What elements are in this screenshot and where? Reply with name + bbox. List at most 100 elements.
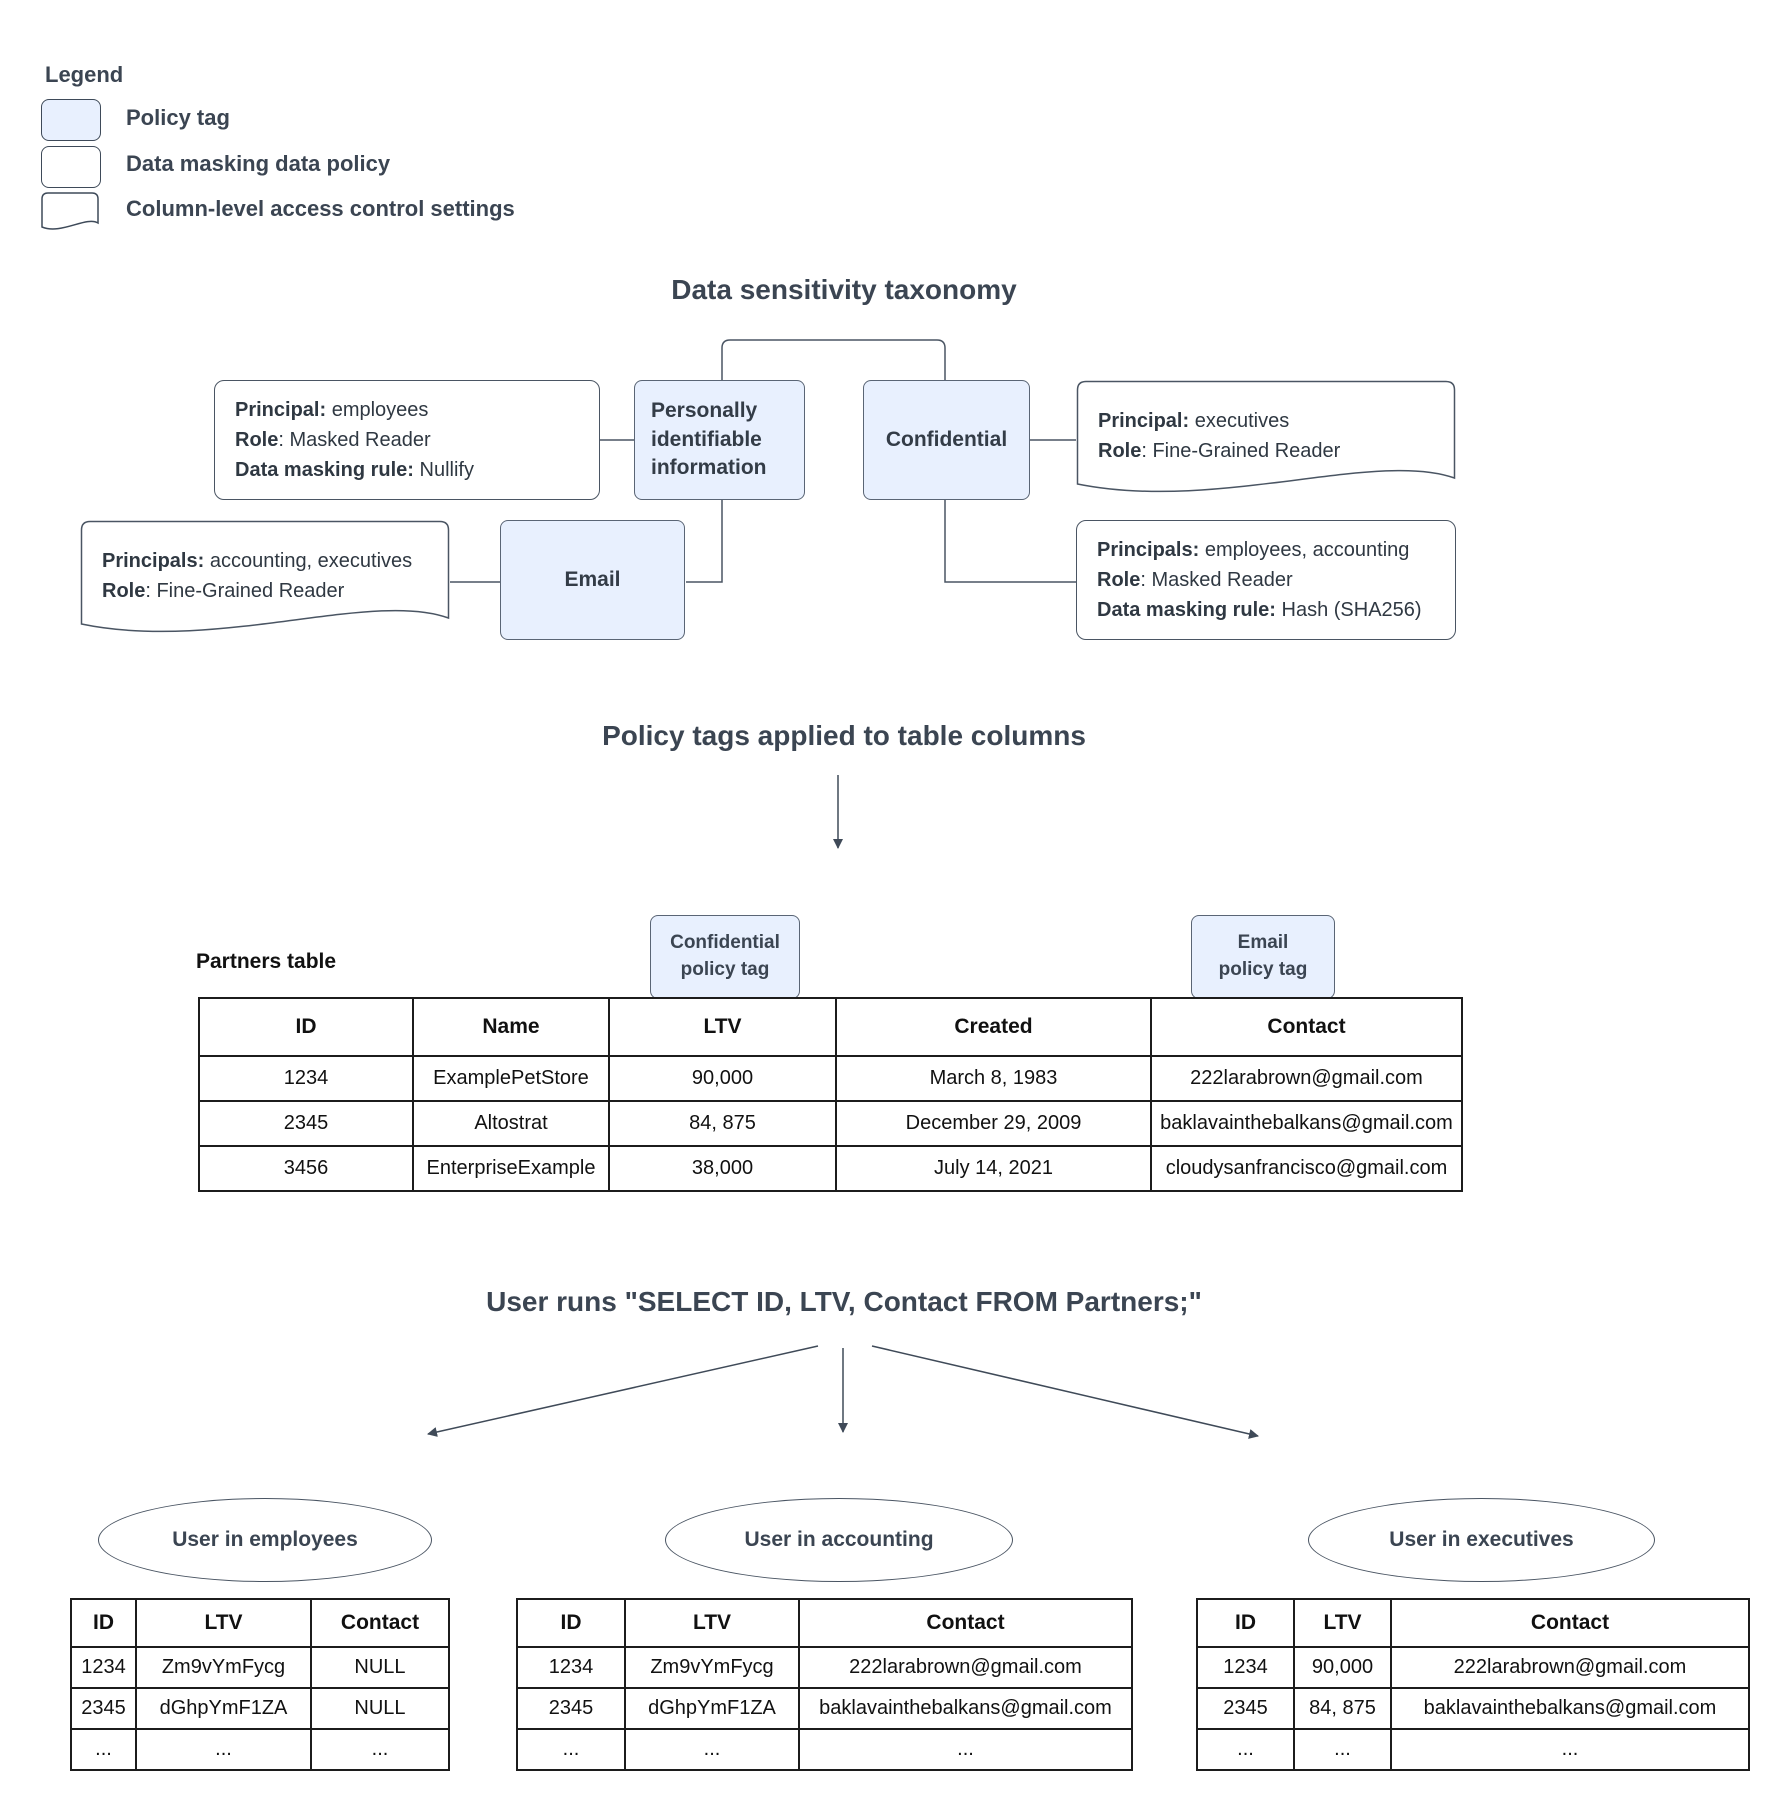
accounting-result-table: ID LTV Contact 1234 Zm9vYmFycg 222larabr… (516, 1598, 1133, 1771)
column-header: Name (412, 997, 610, 1057)
user-in-executives-ellipse: User in executives (1308, 1498, 1655, 1582)
document-shape (80, 520, 450, 633)
email-policy-tag-box: Email (500, 520, 685, 640)
table-cell: 38,000 (608, 1145, 837, 1192)
employees-result-table: ID LTV Contact 1234 Zm9vYmFycg NULL 2345… (70, 1598, 450, 1771)
table-cell: ... (310, 1728, 450, 1771)
table-cell: 222larabrown@gmail.com (1390, 1646, 1750, 1689)
table-cell: ... (1390, 1728, 1750, 1771)
email-policy-tag-label: Email (564, 567, 621, 591)
table-cell: Zm9vYmFycg (135, 1646, 312, 1689)
table-cell: 1234 (516, 1646, 626, 1689)
table-cell: 222larabrown@gmail.com (1150, 1055, 1463, 1102)
table-cell: ExamplePetStore (412, 1055, 610, 1102)
table-cell: cloudysanfrancisco@gmail.com (1150, 1145, 1463, 1192)
table-header-row: ID LTV Contact (1196, 1598, 1750, 1648)
table-row: 2345 Altostrat 84, 875 December 29, 2009… (198, 1100, 1463, 1147)
table-cell: March 8, 1983 (835, 1055, 1152, 1102)
column-header: LTV (608, 997, 837, 1057)
table-row: 3456 EnterpriseExample 38,000 July 14, 2… (198, 1145, 1463, 1192)
partners-table-label: Partners table (196, 950, 337, 973)
taxonomy-bracket-connector (721, 339, 946, 380)
arrow-query-to-employees (427, 1345, 819, 1437)
policy-tags-section-title: Policy tags applied to table columns (602, 720, 1086, 751)
column-header: Contact (1390, 1598, 1750, 1648)
table-cell: EnterpriseExample (412, 1145, 610, 1192)
pii-policy-tag-box: Personally identifiable information (634, 380, 805, 500)
document-shape (1076, 380, 1456, 493)
executives-result-table: ID LTV Contact 1234 90,000 222larabrown@… (1196, 1598, 1750, 1771)
data-masking-policy-swatch (41, 146, 101, 188)
table-cell: dGhpYmF1ZA (624, 1687, 800, 1730)
document-shape-icon (41, 192, 99, 230)
table-row: ... ... ... (70, 1728, 450, 1771)
legend-item-label: Column-level access control settings (126, 196, 515, 221)
policy-line: Principals: accounting, executives (102, 550, 413, 572)
table-row: 1234 90,000 222larabrown@gmail.com (1196, 1646, 1750, 1689)
table-cell: 3456 (198, 1145, 414, 1192)
confidential-policy-tag-callout: Confidential policy tag (650, 915, 800, 999)
table-row: 2345 dGhpYmF1ZA baklavainthebalkans@gmai… (516, 1687, 1133, 1730)
hash-masking-policy-box: Principals: employees, accounting Role: … (1076, 520, 1456, 640)
column-access-settings-swatch (41, 192, 99, 236)
policy-line: Principals: employees, accounting (1097, 539, 1410, 561)
table-cell: July 14, 2021 (835, 1145, 1152, 1192)
table-cell: NULL (310, 1687, 450, 1730)
access-settings-text: Principals: accounting, executives Role:… (80, 520, 450, 606)
table-cell: 2345 (516, 1687, 626, 1730)
table-cell: ... (1196, 1728, 1295, 1771)
table-cell: 84, 875 (1293, 1687, 1392, 1730)
column-header: Contact (1150, 997, 1463, 1057)
table-row: 2345 84, 875 baklavainthebalkans@gmail.c… (1196, 1687, 1750, 1730)
table-cell: baklavainthebalkans@gmail.com (1390, 1687, 1750, 1730)
table-cell: ... (798, 1728, 1133, 1771)
connector-confidential-to-hash-policy (944, 500, 1076, 583)
table-header-row: ID LTV Contact (70, 1598, 450, 1648)
column-header: LTV (624, 1598, 800, 1648)
policy-line: Data masking rule: Hash (SHA256) (1097, 599, 1422, 621)
employees-masking-policy-box: Principal: employees Role: Masked Reader… (214, 380, 600, 500)
table-cell: 90,000 (1293, 1646, 1392, 1689)
table-cell: dGhpYmF1ZA (135, 1687, 312, 1730)
accounting-access-settings-box: Principals: accounting, executives Role:… (80, 520, 450, 648)
confidential-policy-tag-label: Confidential (885, 427, 1008, 451)
table-cell: ... (70, 1728, 137, 1771)
table-row: 1234 ExamplePetStore 90,000 March 8, 198… (198, 1055, 1463, 1102)
table-cell: Zm9vYmFycg (624, 1646, 800, 1689)
access-settings-text: Principal: executives Role: Fine-Grained… (1076, 380, 1456, 466)
table-cell: December 29, 2009 (835, 1100, 1152, 1147)
policy-line: Role: Masked Reader (235, 429, 431, 451)
connector-pii-to-email (686, 500, 723, 583)
policy-line: Role: Fine-Grained Reader (1098, 440, 1341, 462)
table-row: ... ... ... (516, 1728, 1133, 1771)
table-row: 1234 Zm9vYmFycg 222larabrown@gmail.com (516, 1646, 1133, 1689)
column-header: LTV (1293, 1598, 1392, 1648)
table-cell: 1234 (70, 1646, 137, 1689)
policy-tag-swatch (41, 99, 101, 141)
table-cell: 1234 (198, 1055, 414, 1102)
table-cell: 90,000 (608, 1055, 837, 1102)
table-row: ... ... ... (1196, 1728, 1750, 1771)
partners-table: ID Name LTV Created Contact 1234 Example… (198, 997, 1463, 1192)
policy-line: Role: Masked Reader (1097, 569, 1293, 591)
column-header: Contact (798, 1598, 1133, 1648)
column-header: Created (835, 997, 1152, 1057)
column-header: ID (516, 1598, 626, 1648)
user-in-employees-ellipse: User in employees (98, 1498, 432, 1582)
policy-line: Role: Fine-Grained Reader (102, 580, 345, 602)
arrow-query-to-executives (871, 1345, 1259, 1439)
table-header-row: ID LTV Contact (516, 1598, 1133, 1648)
table-cell: ... (1293, 1728, 1392, 1771)
pii-policy-tag-label: Personally identifiable information (651, 399, 767, 480)
column-header: ID (70, 1598, 137, 1648)
confidential-policy-tag-box: Confidential (863, 380, 1030, 500)
legend-title: Legend (45, 62, 124, 87)
table-row: 2345 dGhpYmF1ZA NULL (70, 1687, 450, 1730)
column-header: ID (198, 997, 414, 1057)
table-cell: ... (135, 1728, 312, 1771)
table-cell: 2345 (198, 1100, 414, 1147)
policy-line: Principal: employees (235, 399, 429, 421)
table-header-row: ID Name LTV Created Contact (198, 997, 1463, 1057)
table-cell: baklavainthebalkans@gmail.com (798, 1687, 1133, 1730)
